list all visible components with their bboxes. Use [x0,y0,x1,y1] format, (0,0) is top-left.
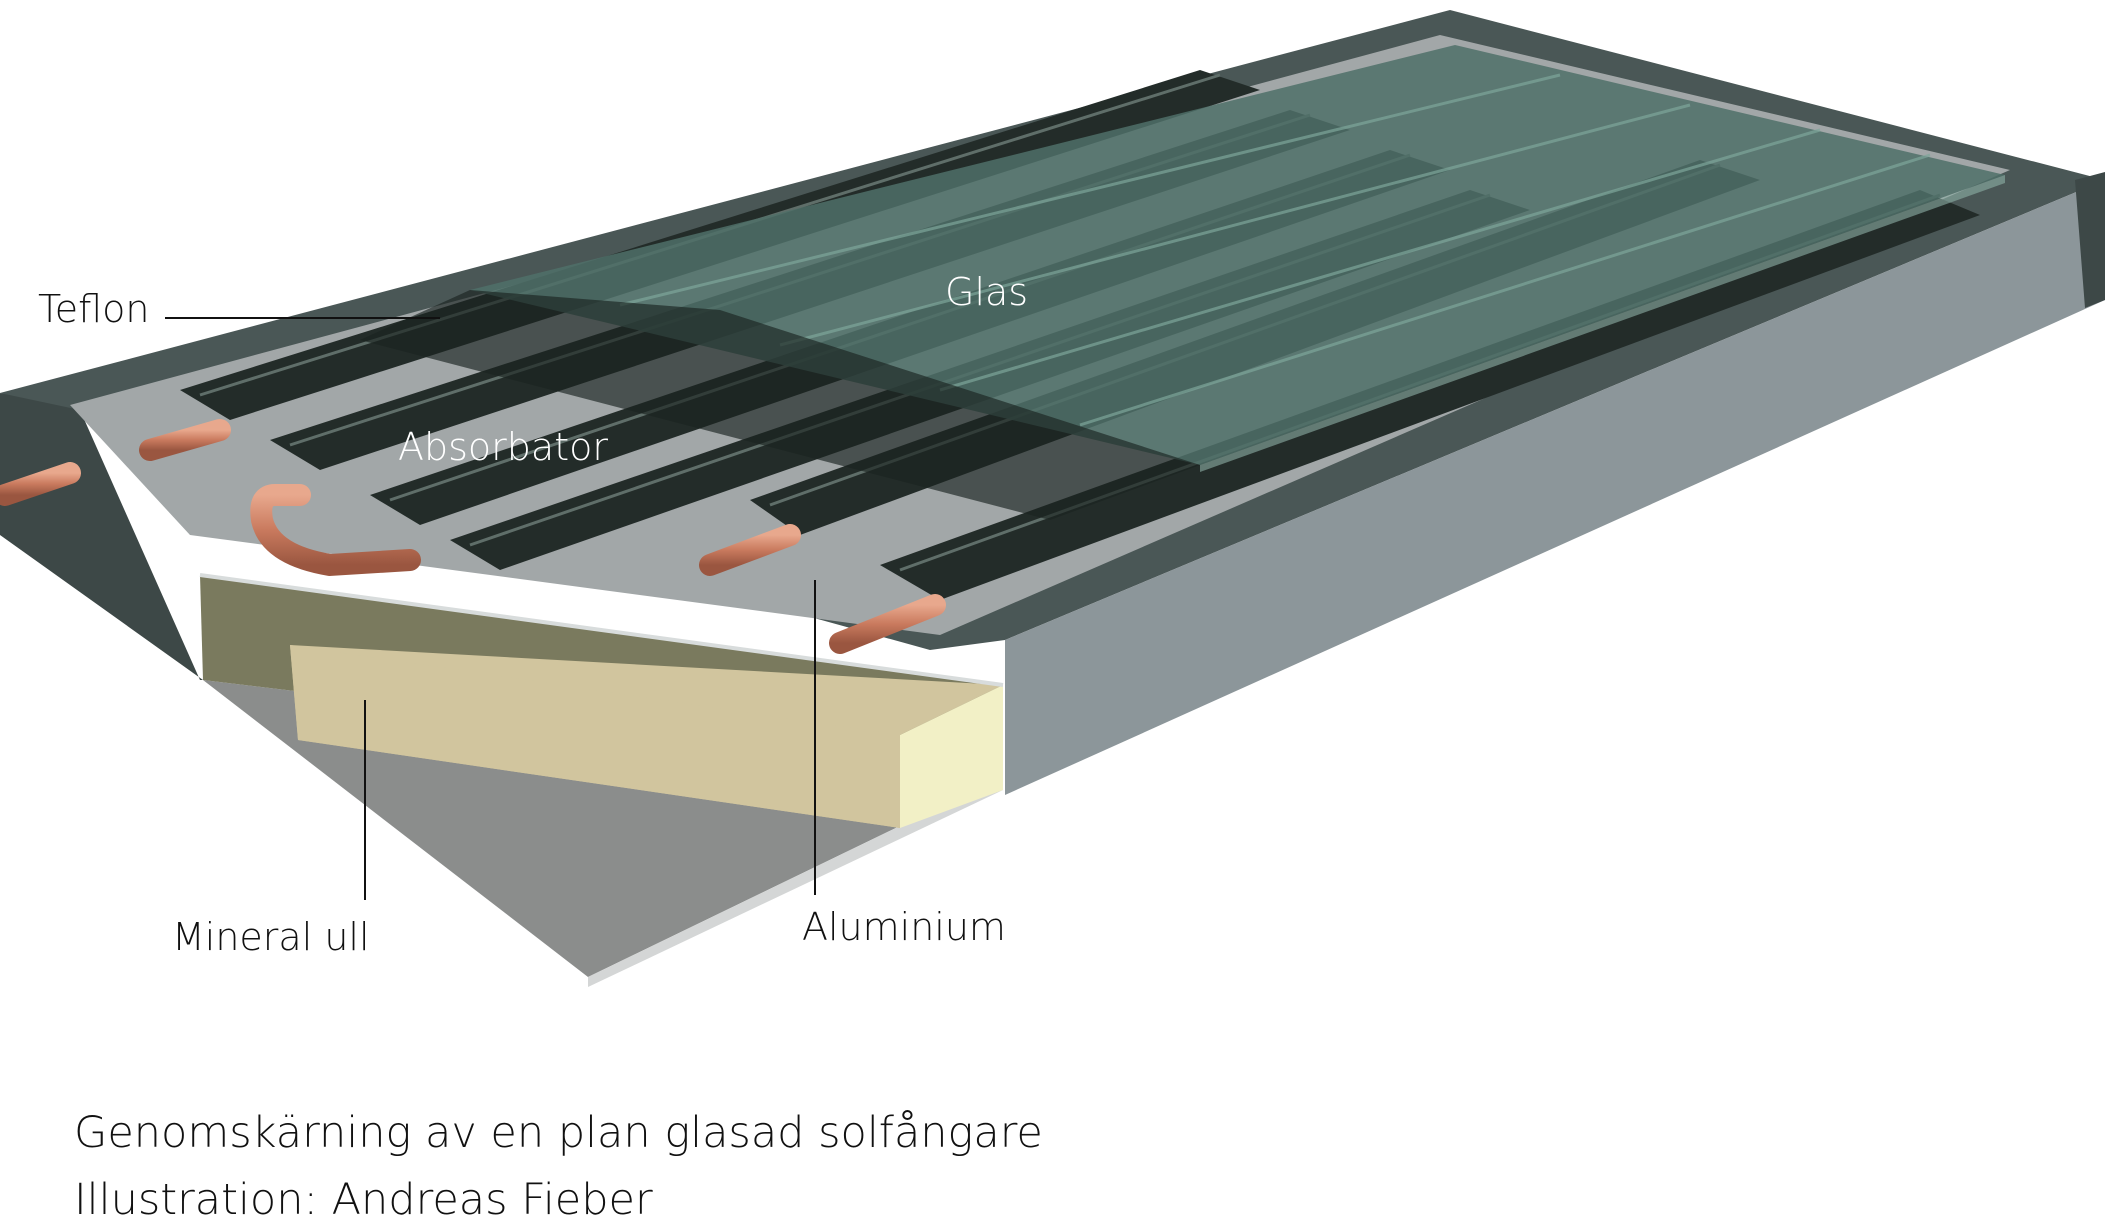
frame-end-left [0,393,203,680]
frame-side [1005,180,2105,795]
pipe-u-bend [250,484,421,577]
aluminium-edge [199,573,1004,687]
pipe-left-stub [0,462,81,506]
label-glas: Glas [945,270,1028,314]
mineral-wool-block [290,645,900,828]
mineral-wool-end [900,685,1003,828]
leader-lines [165,317,816,900]
glass-pane-edge [1200,175,2005,472]
frame-end-right [2075,172,2105,308]
caption-title: Genomskärning av en plan glasad solfånga… [74,1108,1043,1158]
caption-credit: Illustration: Andreas Fieber [74,1175,653,1225]
base-plate-edge [588,776,1003,987]
label-mineral-ull: Mineral ull [172,915,370,959]
label-aluminium: Aluminium [802,905,1006,949]
glass-reflections [619,73,1931,427]
pipe-upper [139,419,231,461]
copper-pipes [0,419,946,654]
pipe-lower [829,594,946,654]
absorber-under-glass [360,290,1200,520]
pipe-middle [699,524,801,576]
label-absorbator: Absorbator [398,425,608,469]
label-teflon: Teflon [38,287,149,331]
